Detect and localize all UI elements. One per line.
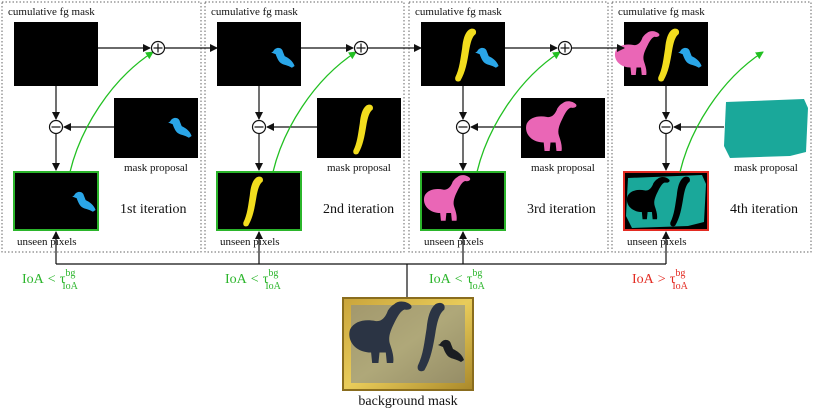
panel-iteration-2: cumulative fg mask mask proposal unseen pi…	[204, 1, 405, 253]
progress-arrow	[272, 51, 357, 173]
mask-proposal	[114, 98, 198, 158]
mask-box	[14, 22, 98, 86]
iteration-label: 4th iteration	[730, 202, 798, 217]
iteration-label: 3rd iteration	[527, 202, 596, 217]
background-mask-image	[342, 297, 474, 391]
iteration-label: 1st iteration	[120, 202, 187, 217]
mask-proposal	[724, 98, 808, 158]
condition-tau: τ	[467, 272, 473, 287]
condition-subscript: IoA	[62, 281, 78, 292]
mask-proposal-label: mask proposal	[124, 162, 188, 174]
cumulative-fg-mask	[421, 22, 505, 86]
condition-superscript: bg	[472, 268, 482, 279]
mask-proposal-label: mask proposal	[327, 162, 391, 174]
unseen-pixels	[420, 171, 506, 231]
condition-operator: <	[455, 272, 463, 287]
bird-mask-shape	[438, 339, 464, 362]
dino-mask-shape	[423, 175, 471, 221]
condition-lhs: IoA	[429, 272, 452, 287]
unseen-pixels-label: unseen pixels	[627, 236, 687, 248]
background-frame-border	[342, 297, 474, 391]
unseen-pixels	[623, 171, 709, 231]
condition-operator: <	[251, 272, 259, 287]
panel-iteration-1: cumulative fg mask mask proposal unseen pi…	[1, 1, 202, 253]
circled-plus-icon	[150, 40, 166, 56]
stick-mask-shape	[417, 302, 445, 372]
mask-proposal-label: mask proposal	[531, 162, 595, 174]
unseen-pixels-label: unseen pixels	[424, 236, 484, 248]
progress-arrow	[476, 51, 561, 173]
dino-mask-shape	[614, 31, 660, 75]
unseen-pixels	[13, 171, 99, 231]
condition-subscript: IoA	[469, 281, 485, 292]
cumulative-fg-mask-title: cumulative fg mask	[415, 6, 502, 18]
condition-lhs: IoA	[22, 272, 45, 287]
dino-mask-shape	[349, 301, 412, 363]
condition-subscript: IoA	[265, 281, 281, 292]
unseen-pixels	[216, 171, 302, 231]
progress-arrow	[69, 51, 154, 173]
cumulative-fg-mask	[14, 22, 98, 86]
condition-operator: <	[48, 272, 56, 287]
circled-minus-icon	[658, 119, 674, 135]
circled-minus-icon	[251, 119, 267, 135]
remaining-region-shape	[724, 99, 808, 158]
condition-lhs: IoA	[632, 272, 655, 287]
cumulative-fg-mask	[217, 22, 301, 86]
panel-iteration-3: cumulative fg mask mask proposal unseen pi…	[408, 1, 609, 253]
dino-mask-shape	[526, 101, 577, 151]
stick-mask-shape	[455, 28, 477, 82]
mask-proposal	[317, 98, 401, 158]
iteration-label: 2nd iteration	[323, 202, 394, 217]
unseen-pixels-label: unseen pixels	[17, 236, 77, 248]
background-mask-label: background mask	[358, 394, 457, 409]
bird-mask-shape	[475, 47, 499, 68]
bird-mask-shape	[271, 47, 295, 68]
bird-mask-shape	[72, 191, 96, 212]
condition-operator: >	[658, 272, 666, 287]
stick-mask-shape	[670, 176, 690, 227]
condition-lhs: IoA	[225, 272, 248, 287]
mask-box	[114, 98, 198, 158]
progress-arrow	[679, 51, 764, 173]
bird-mask-shape	[168, 117, 192, 138]
circled-plus-icon	[353, 40, 369, 56]
cumulative-fg-mask-title: cumulative fg mask	[618, 6, 705, 18]
condition-tau: τ	[60, 272, 66, 287]
circled-plus-icon	[557, 40, 573, 56]
mask-proposal-label: mask proposal	[734, 162, 798, 174]
condition-tau: τ	[670, 272, 676, 287]
circled-minus-icon	[455, 119, 471, 135]
panel-iteration-4: cumulative fg mask mask proposal unseen pi…	[611, 1, 812, 253]
cumulative-fg-mask-title: cumulative fg mask	[8, 6, 95, 18]
stick-mask-shape	[243, 176, 263, 227]
cumulative-fg-mask	[614, 22, 708, 86]
condition-superscript: bg	[268, 268, 278, 279]
cumulative-fg-mask-title: cumulative fg mask	[211, 6, 298, 18]
dino-mask-shape	[626, 177, 670, 220]
stick-mask-shape	[658, 28, 680, 82]
bird-mask-shape	[678, 47, 702, 68]
condition-subscript: IoA	[672, 281, 688, 292]
condition-superscript: bg	[675, 268, 685, 279]
condition-tau: τ	[263, 272, 269, 287]
unseen-pixels-label: unseen pixels	[220, 236, 280, 248]
mask-box	[217, 22, 301, 86]
stick-mask-shape	[353, 104, 373, 155]
condition-superscript: bg	[65, 268, 75, 279]
mask-proposal	[521, 98, 605, 158]
circled-minus-icon	[48, 119, 64, 135]
